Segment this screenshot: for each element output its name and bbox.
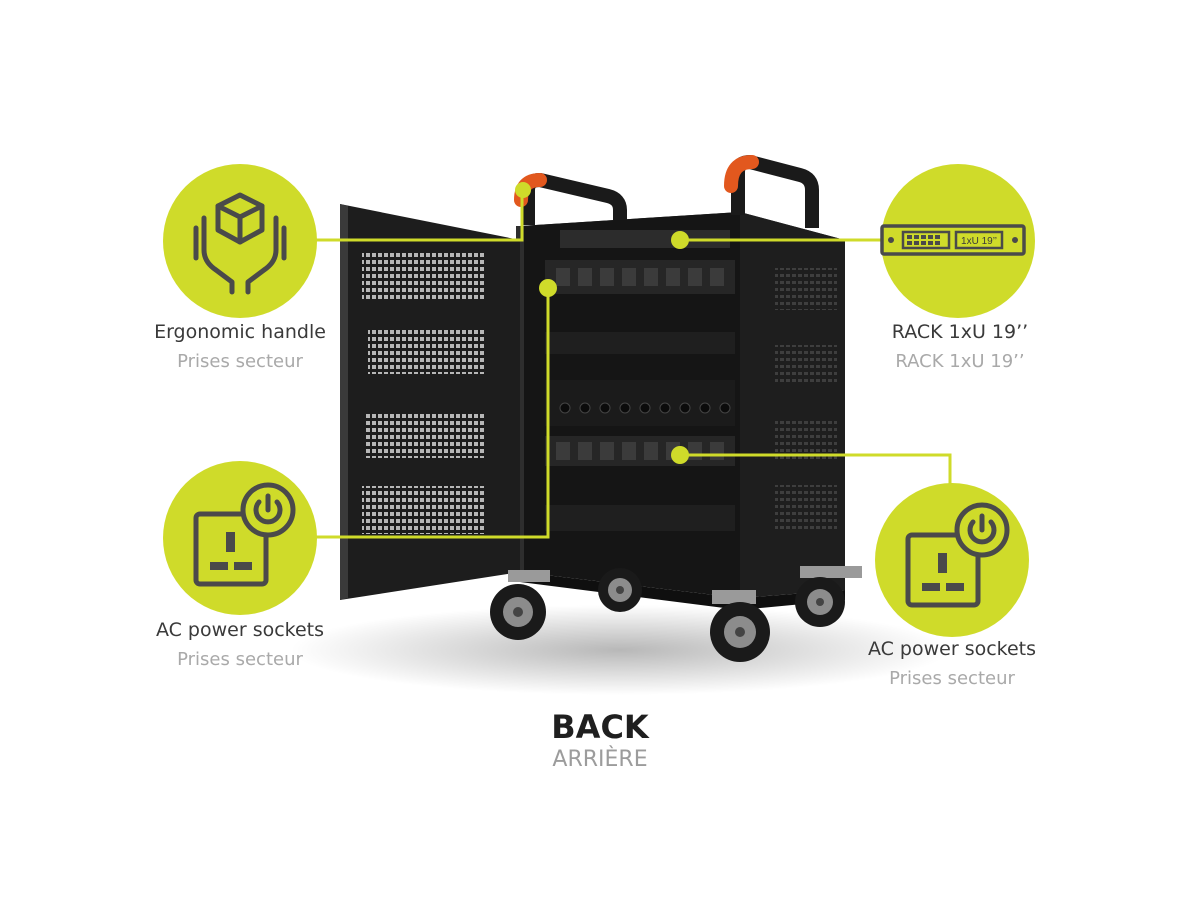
marker-socket-right (671, 446, 689, 464)
caster-front-right (710, 590, 770, 662)
caster-front-left (490, 570, 550, 640)
power-socket-icon (193, 482, 296, 587)
callout-socket-left-subtitle: Prises secteur (177, 649, 303, 670)
callout-socket-left-icon-circle (163, 461, 317, 615)
open-door (340, 204, 520, 600)
left-handle (514, 173, 627, 225)
callout-handle-title: Ergonomic handle (154, 321, 326, 343)
callout-socket-left-label: AC power sockets Prises secteur (140, 618, 340, 672)
view-caption-title: BACK (551, 708, 649, 746)
connector-socket-right (680, 453, 952, 486)
callout-handle-icon-circle (163, 164, 317, 318)
connector-socket-left (316, 288, 550, 539)
callout-rack-icon-circle: 1xU 19’’ (880, 164, 1035, 318)
marker-rack (671, 231, 689, 249)
connector-handle (316, 190, 524, 242)
callout-connectors (316, 190, 952, 539)
upper-socket-row (556, 268, 724, 286)
view-caption: BACK ARRIÈRE (500, 708, 700, 774)
marker-socket-left (539, 279, 557, 297)
callout-handle-label: Ergonomic handle Prises secteur (140, 320, 340, 374)
callout-rack-title: RACK 1xU 19’’ (891, 321, 1029, 343)
power-socket-icon (905, 502, 1010, 608)
door-vents (362, 250, 484, 534)
view-caption-subtitle: ARRIÈRE (552, 747, 648, 772)
callout-socket-left-title: AC power sockets (155, 619, 325, 641)
callout-rack-subtitle: RACK 1xU 19’’ (895, 351, 1025, 372)
caster-wheels (490, 566, 862, 662)
callout-socket-right-label: AC power sockets Prises secteur (852, 637, 1052, 691)
rack-badge-text: 1xU 19’’ (961, 236, 997, 247)
caster-rear-right (795, 566, 862, 627)
callout-socket-right-subtitle: Prises secteur (889, 668, 1015, 689)
side-vents (775, 268, 837, 530)
caster-rear-left (598, 568, 642, 612)
callout-rack-label: RACK 1xU 19’’ RACK 1xU 19’’ (860, 320, 1060, 374)
callout-socket-right-title: AC power sockets (867, 638, 1037, 660)
callout-socket-right-icon-circle (875, 483, 1029, 637)
right-handle (724, 155, 819, 228)
rack-unit-icon: 1xU 19’’ (880, 224, 1026, 256)
callout-handle-subtitle: Prises secteur (177, 351, 303, 372)
middle-port-row (559, 402, 731, 414)
hands-box-icon (193, 192, 287, 295)
cabinet-base (520, 572, 845, 610)
charging-cabinet (516, 212, 845, 610)
floor-shadow (290, 605, 950, 695)
marker-handle (515, 182, 531, 198)
